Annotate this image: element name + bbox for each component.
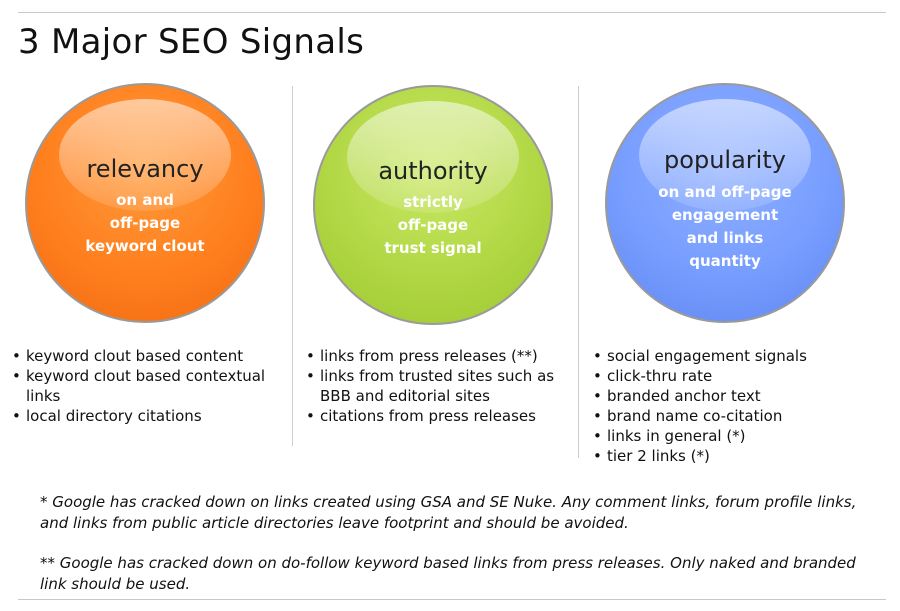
subtitle-line: trust signal — [384, 239, 482, 257]
footnote-single-asterisk: * Google has cracked down on links creat… — [40, 493, 857, 532]
list-item: keyword clout based contextual links — [12, 366, 282, 406]
authority-bullet-list: links from press releases (**) links fro… — [306, 346, 568, 426]
column-divider — [292, 86, 293, 446]
list-item: brand name co-citation — [593, 406, 883, 426]
subtitle-line: engagement — [671, 206, 779, 224]
circle-subtitle: strictly off-page trust signal — [315, 191, 551, 260]
list-item: links from trusted sites such as BBB and… — [306, 366, 568, 406]
circle-title: relevancy — [86, 155, 204, 183]
top-rule — [18, 12, 886, 13]
circle-gloss — [59, 99, 231, 211]
subtitle-line: keyword clout — [85, 237, 205, 255]
page-title: 3 Major SEO Signals — [18, 22, 365, 62]
bottom-rule — [18, 599, 886, 600]
list-item: local directory citations — [12, 406, 282, 426]
circle-subtitle: on and off-page keyword clout — [27, 189, 263, 258]
list-item: links from press releases (**) — [306, 346, 568, 366]
list-item: citations from press releases — [306, 406, 568, 426]
circle-subtitle: on and off-page engagement and links qua… — [607, 181, 843, 273]
popularity-bullet-list: social engagement signals click-thru rat… — [593, 346, 883, 466]
popularity-circle: popularity on and off-page engagement an… — [605, 83, 845, 323]
list-item: branded anchor text — [593, 386, 883, 406]
subtitle-line: and links — [686, 229, 764, 247]
list-item: tier 2 links (*) — [593, 446, 883, 466]
subtitle-line: off-page — [109, 214, 181, 232]
authority-circle: authority strictly off-page trust signal — [313, 85, 553, 325]
relevancy-circle: relevancy on and off-page keyword clout — [25, 83, 265, 323]
list-item: links in general (*) — [593, 426, 883, 446]
relevancy-bullet-list: keyword clout based content keyword clou… — [12, 346, 282, 426]
list-item: click-thru rate — [593, 366, 883, 386]
list-item: social engagement signals — [593, 346, 883, 366]
circle-gloss — [639, 99, 811, 211]
subtitle-line: strictly — [403, 193, 463, 211]
subtitle-line: on and off-page — [658, 183, 792, 201]
circle-gloss — [347, 101, 519, 213]
subtitle-line: on and — [116, 191, 174, 209]
subtitle-line: quantity — [689, 252, 761, 270]
circle-title: popularity — [664, 146, 786, 174]
list-item: keyword clout based content — [12, 346, 282, 366]
footnote-double-asterisk: ** Google has cracked down on do-follow … — [40, 554, 856, 593]
column-divider — [578, 86, 579, 458]
circle-title: authority — [378, 157, 488, 185]
subtitle-line: off-page — [397, 216, 469, 234]
